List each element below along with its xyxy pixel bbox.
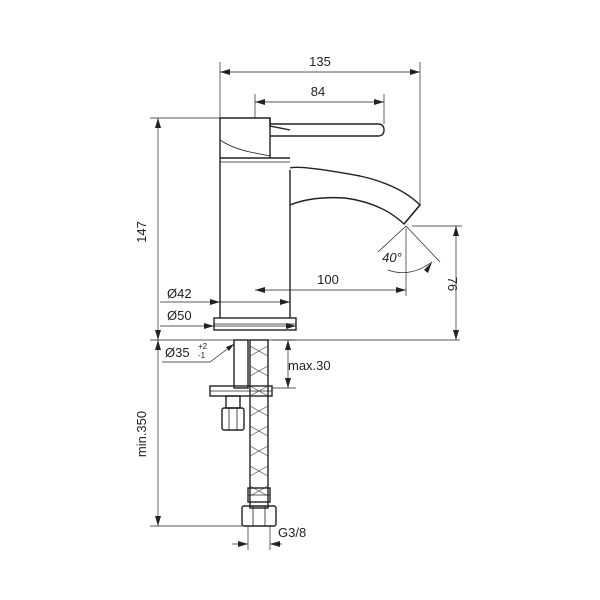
dimension-min-350 (150, 340, 242, 527)
label-tolerance-minus: -1 (198, 351, 206, 360)
label-lever-length: 84 (311, 84, 325, 99)
label-spout-angle: 40° (382, 250, 402, 265)
dimension-max-30 (272, 339, 296, 389)
label-diameter-body: Ø42 (167, 286, 192, 301)
spout (289, 166, 421, 226)
label-diameter-hole: Ø35 (165, 345, 190, 360)
mounting-stud (209, 339, 273, 397)
label-width-total: 135 (309, 54, 331, 69)
lever-handle (270, 123, 385, 137)
dimension-thread (232, 526, 282, 550)
dimension-100 (255, 228, 407, 296)
label-diameter-base: Ø50 (167, 308, 192, 323)
label-spout-height: 76 (445, 277, 460, 291)
label-spout-reach: 100 (317, 272, 339, 287)
label-min-hose: min.350 (134, 411, 149, 457)
dimension-76 (412, 225, 462, 340)
dimension-diameter-50 (160, 323, 296, 329)
dimension-angle (377, 225, 441, 273)
dimension-diameter-35 (162, 343, 235, 363)
label-tolerance-plus: +2 (198, 342, 208, 351)
small-connector (221, 395, 245, 431)
dimension-135 (219, 62, 421, 205)
dimension-diameter-42 (160, 299, 290, 305)
label-max-thickness: max.30 (288, 358, 331, 373)
dimension-147 (150, 117, 220, 340)
braided-hose (241, 339, 277, 527)
faucet-body (213, 117, 297, 331)
label-height-total: 147 (134, 221, 149, 243)
dimension-84 (254, 94, 385, 124)
label-thread: G3/8 (278, 525, 306, 540)
